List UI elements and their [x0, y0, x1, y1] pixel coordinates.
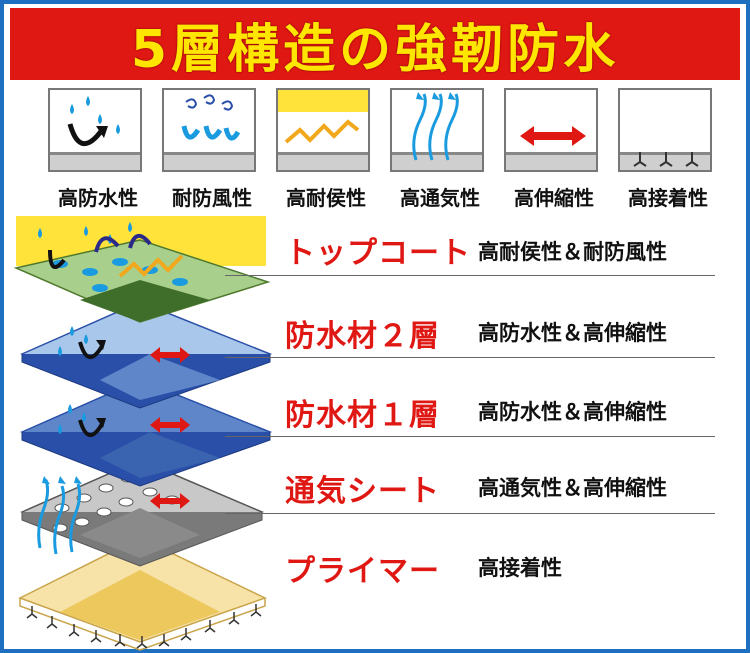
layer-name-waterproof-2: 防水材２層 [285, 319, 440, 354]
stretch-arrow-icon [150, 417, 190, 433]
legend-item-stretch: 高伸縮性 [504, 88, 604, 218]
legend-label: 高通気性 [400, 186, 480, 210]
layer-desc-primer: 高接着性 [478, 556, 562, 580]
layer-name-primer: プライマー [285, 554, 440, 589]
legend-item-adhesion: 高接着性 [618, 88, 718, 218]
layer-divider [225, 357, 715, 358]
layer-divider [225, 436, 715, 437]
layer-name-waterproof-1: 防水材１層 [285, 398, 440, 433]
layer-desc-waterproof-1: 高防水性＆高伸縮性 [478, 400, 667, 424]
legend-label: 高防水性 [58, 186, 138, 210]
airflow-arrows-icon [390, 88, 484, 172]
anchor-marks [26, 604, 262, 649]
layer-name-sheet: 通気シート [285, 474, 440, 509]
layer-desc-waterproof-2: 高防水性＆高伸縮性 [478, 321, 667, 345]
anchor-bond-icon [618, 88, 712, 172]
legend-label: 高伸縮性 [514, 186, 594, 210]
layer-waterproof-2-shape [20, 301, 273, 409]
legend-label: 高接着性 [628, 186, 708, 210]
page-title: 5層構造の強靭防水 [130, 19, 620, 80]
layer-waterproof-1-shape [20, 379, 273, 487]
legend-item-weather: 高耐侯性 [276, 88, 376, 218]
layer-sheet-shape [20, 459, 265, 567]
layer-primer-shape [18, 537, 267, 651]
layer-name-topcoat: トップコート [285, 236, 471, 271]
title-banner: 5層構造の強靭防水 [10, 8, 740, 80]
legend-label: 耐防風性 [172, 186, 252, 210]
layer-divider [225, 275, 715, 276]
layer-divider [225, 513, 715, 514]
layer-desc-sheet: 高通気性＆高伸縮性 [478, 476, 667, 500]
legend-item-breathable: 高通気性 [390, 88, 490, 218]
stretch-arrow-icon [150, 493, 190, 509]
layer-desc-topcoat: 高耐侯性＆耐防風性 [478, 240, 667, 264]
water-drop-splash-icon [48, 88, 142, 172]
layer-topcoat-shape [13, 216, 271, 323]
wind-swirl-icon [162, 88, 256, 172]
legend-item-waterproof: 高防水性 [48, 88, 148, 218]
legend-item-wind: 耐防風性 [162, 88, 262, 218]
stretch-arrow-icon [150, 347, 190, 363]
legend-label: 高耐侯性 [286, 186, 366, 210]
stretch-arrows-icon [504, 88, 598, 172]
zigzag-heat-icon [276, 88, 370, 172]
